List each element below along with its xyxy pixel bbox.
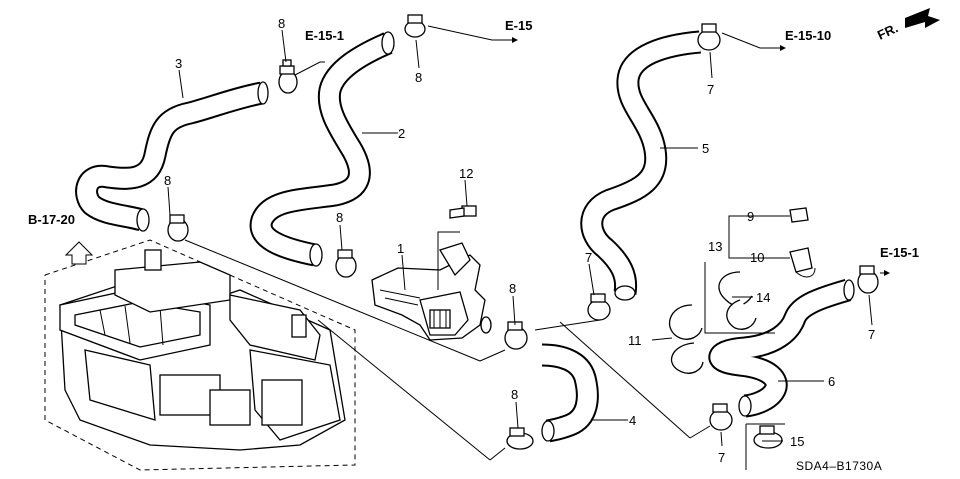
water-valve	[371, 242, 492, 341]
label-part-8: 8	[511, 387, 518, 402]
clamp-15	[753, 425, 783, 449]
label-part-8: 8	[509, 281, 516, 296]
clamp-8-top	[278, 59, 298, 94]
label-part-2: 2	[398, 126, 405, 141]
ref-e-15-1-top: E-15-1	[305, 28, 344, 43]
label-part-15: 15	[790, 434, 804, 449]
label-part-8: 8	[278, 16, 285, 31]
clip-11	[669, 304, 704, 374]
label-part-12: 12	[459, 166, 473, 181]
label-part-8: 8	[336, 210, 343, 225]
ref-e-15-1-right: E-15-1	[880, 245, 919, 260]
label-part-11: 11	[628, 333, 642, 348]
label-part-6: 6	[828, 374, 835, 389]
clip-14	[718, 271, 757, 330]
leader-lines	[167, 29, 873, 470]
diagram-code: SDA4–B1730A	[796, 459, 882, 473]
heater-unit-assembly	[44, 239, 356, 471]
clamp-8-bottom	[506, 427, 534, 450]
reference-arrows	[64, 8, 940, 276]
label-part-3: 3	[175, 56, 182, 71]
clip-10	[789, 247, 816, 278]
clamp-8-left	[167, 214, 189, 242]
hose-5	[580, 30, 702, 301]
clamp-7-top	[697, 23, 721, 51]
hose-4	[541, 343, 599, 443]
callout-labels: 3 8 8 2 8 8 1 12 8 7 5 7 8 4 6 7 7 11 14…	[28, 16, 919, 473]
label-part-1: 1	[397, 241, 404, 256]
clip-9	[789, 207, 809, 223]
ref-e-15: E-15	[505, 18, 532, 33]
ref-e-15-10: E-15-10	[785, 28, 831, 43]
label-part-7: 7	[868, 327, 875, 342]
clamp-7-right	[857, 265, 879, 294]
clamp-8-valve	[504, 321, 528, 350]
label-part-4: 4	[629, 413, 636, 428]
clamp-7-hose5	[587, 293, 611, 321]
hose-2	[249, 31, 395, 267]
hose-3	[75, 81, 269, 232]
label-part-8: 8	[415, 70, 422, 85]
bolt-12	[449, 205, 477, 219]
clamp-8-upper-middle	[404, 14, 426, 38]
clamp-7-bottom	[709, 403, 733, 431]
label-part-9: 9	[747, 209, 754, 224]
label-part-5: 5	[702, 141, 709, 156]
clamp-8-hose2	[335, 249, 357, 278]
label-part-10: 10	[750, 250, 764, 265]
label-part-7: 7	[718, 450, 725, 465]
label-part-8: 8	[164, 173, 171, 188]
hose-6	[708, 278, 855, 418]
label-part-13: 13	[708, 239, 722, 254]
ref-b-17-20: B-17-20	[28, 212, 75, 227]
label-part-7: 7	[585, 250, 592, 265]
label-part-14: 14	[756, 290, 770, 305]
label-part-7: 7	[707, 82, 714, 97]
front-direction-label: FR.	[875, 20, 900, 42]
